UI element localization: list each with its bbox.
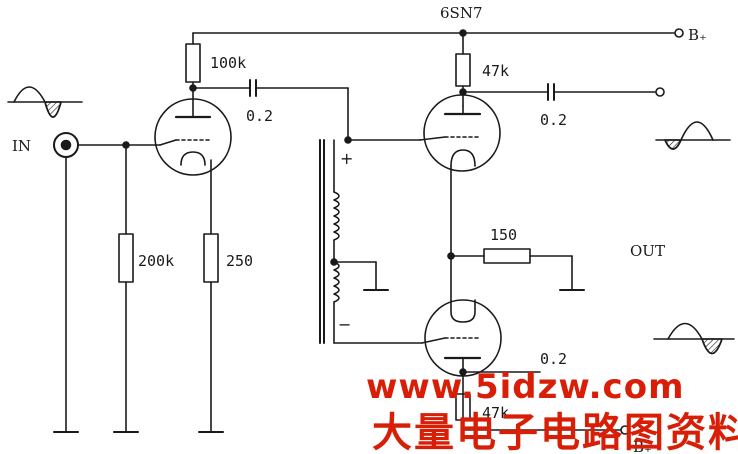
input-waveform: [7, 86, 83, 118]
resistor-150-label: 150: [490, 226, 517, 244]
resistor-200k-label: 200k: [138, 252, 174, 270]
resistor-100k: [185, 32, 251, 100]
capacitor-coupling-1: [249, 79, 352, 144]
capacitor-1-label: 0.2: [246, 107, 273, 125]
tube-1: [154, 98, 232, 176]
watermark: www.5idzw.com 大量电子电路图资料: [366, 367, 738, 454]
output-label: OUT: [630, 242, 665, 260]
b-minus-label: B₊: [633, 438, 652, 454]
resistor-100k-label: 100k: [210, 54, 246, 72]
transformer: [319, 139, 423, 344]
resistor-250-label: 250: [226, 252, 253, 270]
output-waveform-bottom: [653, 322, 735, 355]
watermark-url: www.5idzw.com: [366, 367, 685, 407]
b-plus-rail: [192, 28, 684, 38]
resistor-47k-top-label: 47k: [482, 62, 509, 80]
resistor-250: [198, 159, 224, 433]
b-plus-label: B₊: [688, 26, 707, 44]
watermark-cn: 大量电子电路图资料: [372, 410, 738, 454]
resistor-47k-bottom-label: 47k: [482, 404, 509, 422]
tube-2: [419, 32, 665, 172]
capacitor-2-label: 0.2: [540, 111, 567, 129]
output-waveform-top: [655, 121, 731, 150]
input-jack: [53, 132, 161, 433]
polarity-minus: −: [338, 315, 351, 334]
input-label: IN: [12, 137, 31, 155]
tube-3: [421, 299, 630, 435]
resistor-150: [447, 165, 585, 301]
capacitor-3-label: 0.2: [540, 350, 567, 368]
labels: 6SN7 B₊ IN OUT 100k 0.2 200k 250 47k 0.2…: [12, 4, 707, 454]
polarity-plus: +: [340, 149, 353, 168]
tube-type-label: 6SN7: [440, 4, 483, 22]
resistor-200k: [113, 144, 139, 433]
